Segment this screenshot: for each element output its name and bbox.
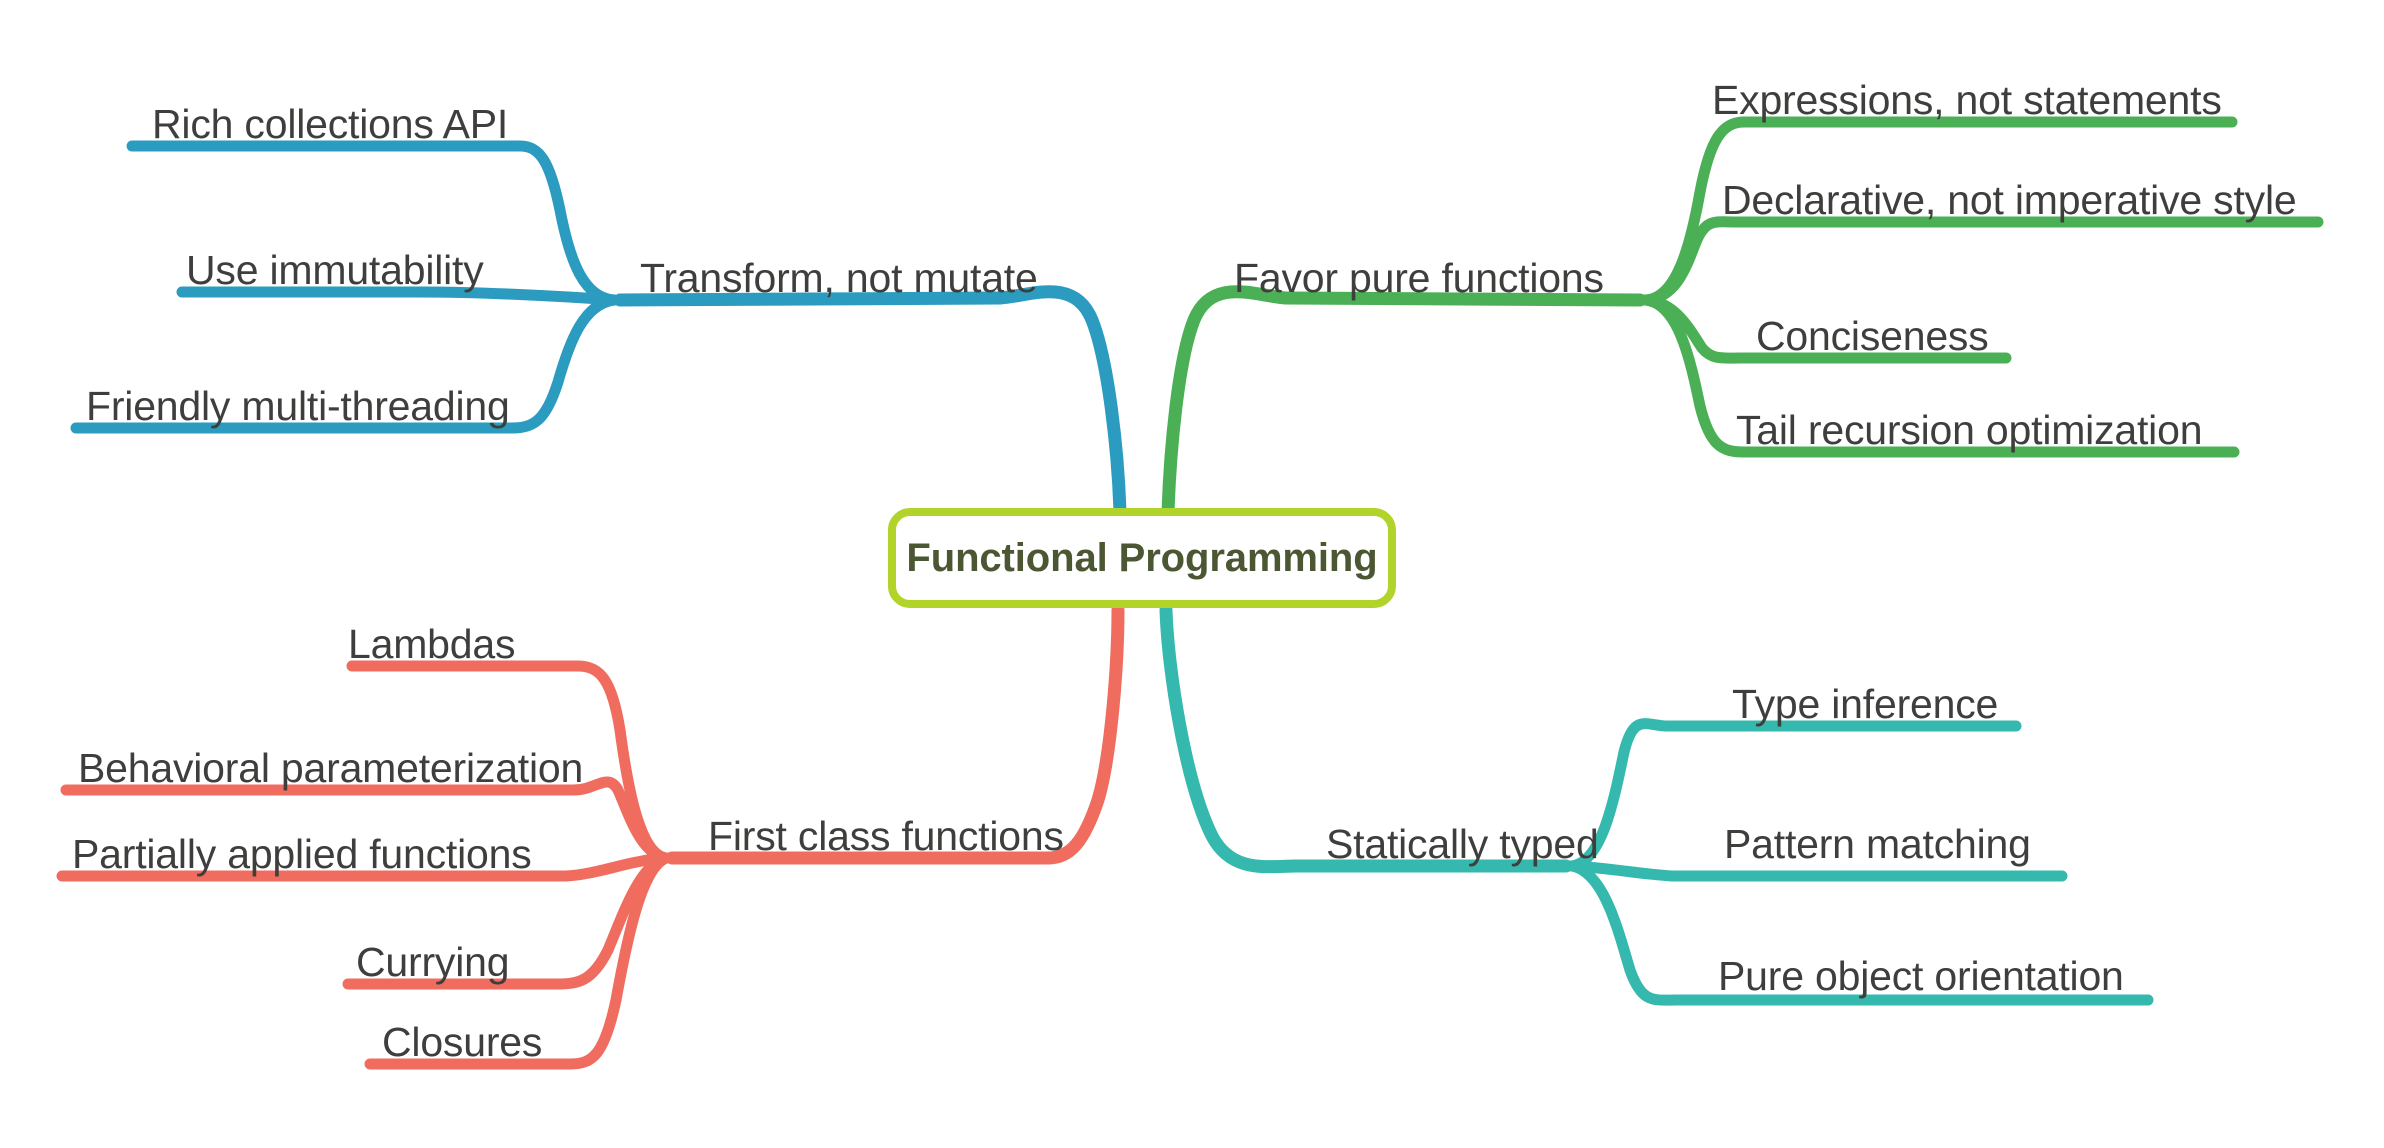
leaf-label-currying[interactable]: Currying — [356, 939, 510, 985]
leaf-label-friendly-multi-threading[interactable]: Friendly multi-threading — [86, 383, 510, 429]
leaf-label-tail-recursion-optimization[interactable]: Tail recursion optimization — [1736, 407, 2203, 453]
leaf-label-conciseness[interactable]: Conciseness — [1756, 313, 1989, 359]
leaf-label-lambdas[interactable]: Lambdas — [348, 621, 516, 667]
leaf-connector-pattern-matching — [1566, 860, 2068, 882]
branch-group-favor-pure-functions — [1161, 116, 2324, 519]
branch-group-statically-typed — [1159, 603, 2154, 1006]
leaf-label-declarative-not-imperative-style[interactable]: Declarative, not imperative style — [1722, 177, 2297, 223]
leaf-connector-rich-collections-api — [126, 140, 620, 306]
branch-trunk-favor-pure-functions — [1161, 285, 1293, 519]
leaf-label-expressions-not-statements[interactable]: Expressions, not statements — [1712, 77, 2222, 123]
branch-label-first-class-functions[interactable]: First class functions — [708, 813, 1064, 859]
leaf-label-rich-collections-api[interactable]: Rich collections API — [152, 101, 509, 147]
branch-spine-favor-pure-functions — [1279, 291, 1647, 307]
branch-label-favor-pure-functions[interactable]: Favor pure functions — [1234, 255, 1604, 301]
leaf-label-use-immutability[interactable]: Use immutability — [186, 247, 484, 293]
branch-label-transform-not-mutate[interactable]: Transform, not mutate — [640, 255, 1038, 301]
leaf-label-behavioral-parameterization[interactable]: Behavioral parameterization — [78, 745, 584, 791]
central-node-label: Functional Programming — [906, 535, 1378, 580]
branch-label-statically-typed[interactable]: Statically typed — [1326, 821, 1599, 867]
leaf-connector-friendly-multi-threading — [70, 294, 620, 434]
branch-trunk-first-class-functions — [1041, 603, 1125, 865]
leaf-label-pattern-matching[interactable]: Pattern matching — [1724, 821, 2031, 867]
leaf-connector-use-immutability — [176, 286, 620, 306]
leaf-connector-closures — [364, 852, 672, 1070]
leaf-connector-behavioral-parameterization — [60, 776, 672, 864]
leaf-label-type-inference[interactable]: Type inference — [1732, 681, 1999, 727]
branch-trunk-statically-typed — [1159, 603, 1303, 874]
leaf-connector-declarative-not-imperative-style — [1640, 216, 2324, 306]
branch-spine-transform-not-mutate — [613, 291, 1007, 307]
leaf-connector-type-inference — [1566, 718, 2022, 872]
leaf-connector-tail-recursion-optimization — [1640, 294, 2240, 458]
branch-group-transform-not-mutate — [70, 140, 1127, 519]
branch-group-first-class-functions — [56, 603, 1125, 1070]
leaf-connector-pure-object-orientation — [1566, 860, 2154, 1006]
leaf-label-pure-object-orientation[interactable]: Pure object orientation — [1718, 953, 2124, 999]
branch-trunk-transform-not-mutate — [993, 285, 1127, 519]
central-node-functional-programming[interactable]: Functional Programming — [888, 508, 1396, 608]
leaf-label-closures[interactable]: Closures — [382, 1019, 543, 1065]
leaf-label-partially-applied-functions[interactable]: Partially applied functions — [72, 831, 532, 877]
